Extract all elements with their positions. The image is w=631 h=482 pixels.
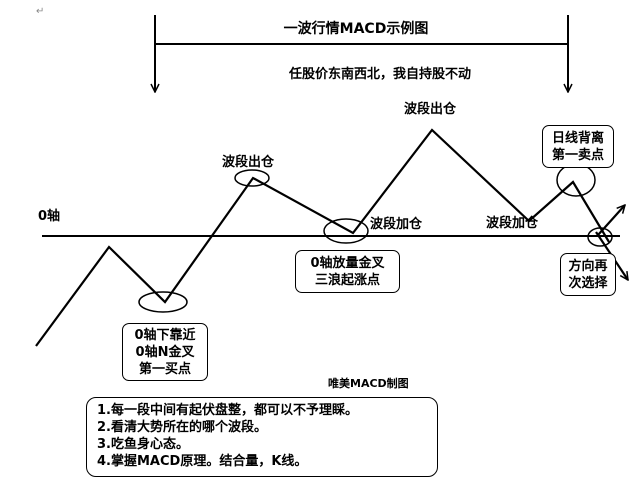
first-sell-marker: [556, 163, 596, 197]
wave-add-label-1: 波段加仓: [370, 216, 423, 232]
note-item-3: 3.吃鱼身心态。: [97, 437, 189, 452]
title-bracket: [155, 15, 568, 92]
zero-cross-marker: [323, 218, 369, 244]
direction-line-1: 方向再: [568, 259, 608, 274]
wave-exit-label-1: 波段出仓: [222, 154, 275, 170]
zero-cross-line-2: 三浪起涨点: [314, 273, 380, 288]
first-sell-callout: 日线背离 第一卖点: [542, 125, 614, 168]
first-buy-line-1: 0轴下靠近: [134, 328, 196, 343]
wave-exit-marker: [234, 169, 270, 187]
note-item-1: 1.每一段中间有起伏盘整，都可以不予理睬。: [97, 403, 358, 418]
note-item-4: 4.掌握MACD原理。结合量，K线。: [97, 454, 308, 469]
zero-cross-line-1: 0轴放量金叉: [310, 256, 385, 271]
diagram-title: 一波行情MACD示例图: [284, 20, 429, 37]
direction-callout: 方向再 次选择: [560, 253, 616, 296]
wave-add-label-2: 波段加仓: [486, 215, 539, 231]
wave-exit-label-2: 波段出仓: [404, 101, 457, 117]
direction-marker: [587, 227, 613, 247]
notes-box: 1.每一段中间有起伏盘整，都可以不予理睬。 2.看清大势所在的哪个波段。 3.吃…: [86, 397, 438, 477]
zero-axis-label: 0轴: [38, 208, 60, 224]
first-sell-line-1: 日线背离: [551, 131, 604, 146]
up-direction-arrow: [597, 205, 625, 236]
first-buy-marker: [138, 291, 188, 313]
first-buy-line-3: 第一买点: [138, 362, 191, 377]
paragraph-mark: ↵: [36, 6, 44, 17]
first-buy-line-2: 0轴N金叉: [135, 345, 195, 360]
first-sell-line-2: 第一卖点: [551, 148, 604, 163]
diagram-subtitle: 任股价东南西北，我自持股不动: [288, 66, 471, 82]
author-credit: 唯美MACD制图: [328, 377, 409, 390]
direction-line-2: 次选择: [568, 276, 608, 291]
first-buy-callout: 0轴下靠近 0轴N金叉 第一买点: [122, 323, 208, 381]
zero-cross-callout: 0轴放量金叉 三浪起涨点: [295, 250, 400, 293]
macd-wave-line: [35, 128, 610, 347]
note-item-2: 2.看清大势所在的哪个波段。: [97, 420, 267, 435]
